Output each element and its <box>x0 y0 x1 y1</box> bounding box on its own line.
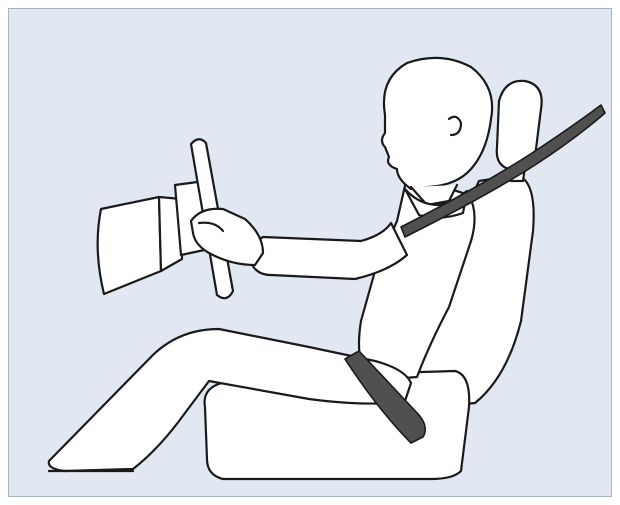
head <box>382 58 492 189</box>
illustration-canvas <box>8 8 612 497</box>
dashboard <box>98 197 161 294</box>
seated-driver-illustration <box>9 9 612 497</box>
hand <box>191 209 263 265</box>
upper-arm <box>251 223 407 279</box>
